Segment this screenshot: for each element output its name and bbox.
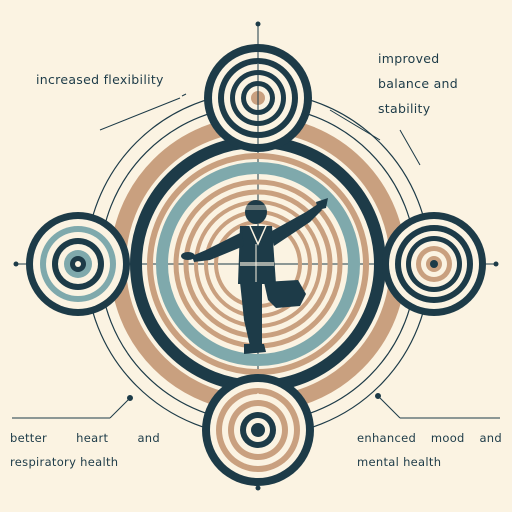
label-heart-health-word3: and xyxy=(137,431,160,445)
label-mental-health: enhanced mood and mental health xyxy=(357,426,502,474)
tan-ring-2 xyxy=(147,153,369,375)
node-left xyxy=(26,212,130,316)
teal-ring xyxy=(156,162,360,366)
label-heart-health-line2: respiratory health xyxy=(10,455,119,469)
connector-top-left xyxy=(99,93,187,131)
label-heart-health-word1: better xyxy=(10,431,47,445)
label-mental-health-word3: and xyxy=(479,431,502,445)
node-bottom xyxy=(202,374,314,486)
label-improved-balance-line2: balance and xyxy=(378,76,459,91)
label-improved-balance-line3: stability xyxy=(378,101,431,116)
label-heart-health-word2: heart xyxy=(76,431,109,445)
node-top xyxy=(204,42,312,152)
connector-top-right xyxy=(329,109,421,166)
axis-end-dot-right xyxy=(493,261,499,267)
label-mental-health-word2: mood xyxy=(430,431,465,445)
label-heart-health-line1: better heart and xyxy=(10,426,160,450)
axis-end-dot-bottom xyxy=(255,485,261,491)
label-increased-flexibility: increased flexibility xyxy=(36,72,164,87)
node-right xyxy=(382,212,486,316)
label-improved-balance: improved balance and stability xyxy=(378,46,488,121)
label-improved-balance-line1: improved xyxy=(378,51,440,66)
label-mental-health-line2: mental health xyxy=(357,455,442,469)
axis-end-dot-left xyxy=(13,261,19,267)
connector-bottom-right xyxy=(375,393,500,419)
connector-bottom-left xyxy=(12,395,133,419)
axis-end-dot-top xyxy=(255,21,261,27)
tai-chi-figure-icon xyxy=(181,198,328,354)
label-heart-health: better heart and respiratory health xyxy=(10,426,160,474)
label-mental-health-word1: enhanced xyxy=(357,431,417,445)
label-mental-health-line1: enhanced mood and xyxy=(357,426,502,450)
